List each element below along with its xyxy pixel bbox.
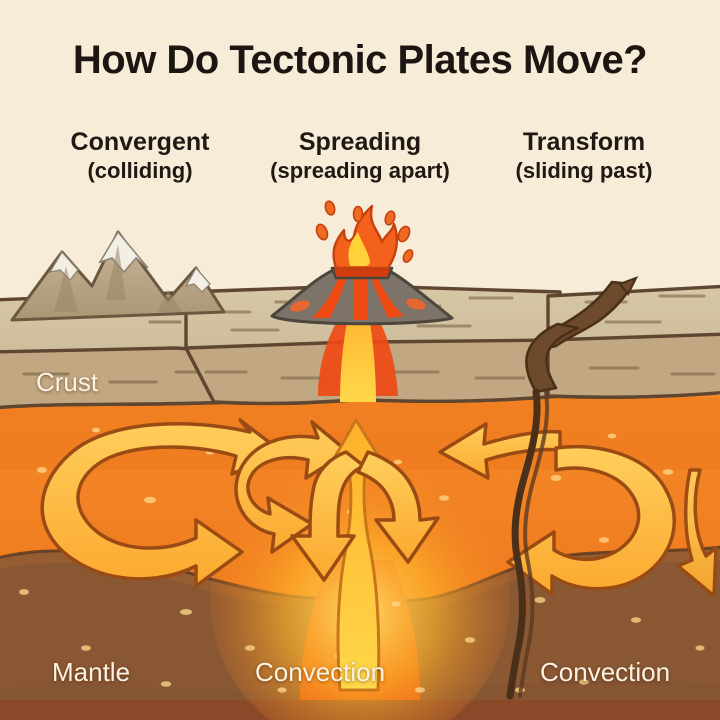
- transform-fault-crack: [506, 275, 639, 700]
- plate-left: [0, 290, 232, 410]
- page-title: How Do Tectonic Plates Move?: [72, 38, 648, 82]
- column-subheading-transform: (sliding past): [515, 157, 653, 183]
- column-subheading-convergent: (colliding): [87, 157, 193, 183]
- column-heading-spreading: Spreading (spreading apart): [233, 128, 487, 183]
- arrow-diverge-left: [290, 450, 366, 582]
- arrow-far-right-cell: [676, 468, 718, 598]
- label-crust: Crust: [36, 367, 99, 397]
- volcano-ejecta: [315, 200, 414, 263]
- snow-capped-mountains: [10, 230, 226, 322]
- arrow-rising-plume: [330, 418, 384, 692]
- arrow-left-cell: [40, 418, 284, 588]
- label-convection-right: Convection: [540, 657, 671, 687]
- column-heading-transform: Transform (sliding past): [455, 128, 713, 183]
- column-heading-convergent-label: Convergent: [70, 128, 210, 156]
- erupting-volcano: [270, 200, 454, 326]
- column-heading-convergent: Convergent (colliding): [10, 128, 270, 183]
- column-heading-spreading-label: Spreading: [298, 128, 422, 156]
- label-mantle: Mantle: [52, 657, 131, 687]
- column-subheading-spreading: (spreading apart): [270, 157, 450, 183]
- label-convection-left: Convection: [255, 657, 386, 687]
- arrow-diverge-right: [356, 450, 440, 564]
- plate-right: [546, 284, 720, 399]
- arrow-right-cell: [506, 444, 677, 596]
- column-heading-transform-label: Transform: [522, 128, 646, 156]
- arrow-left-inner-cell: [234, 420, 350, 554]
- magma-chamber: [318, 300, 398, 402]
